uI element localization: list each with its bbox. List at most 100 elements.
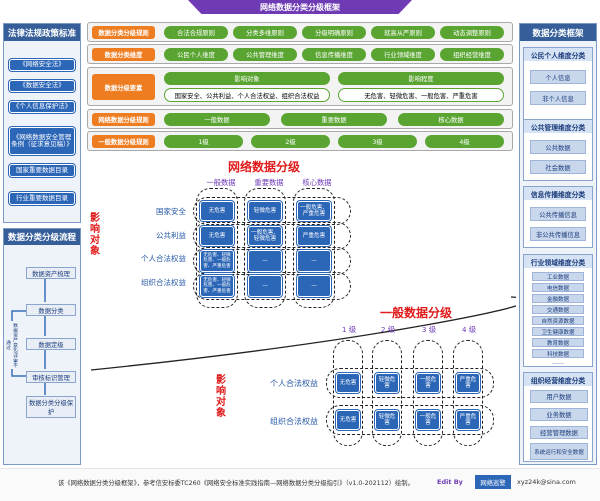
element-deg-head: 影响程度 [338, 72, 504, 85]
class-item[interactable]: 系统运行和安全数据 [530, 443, 588, 460]
classification-panel-header: 数据分类框架 [520, 24, 596, 41]
elements-label: 数据分级要素 [92, 74, 155, 100]
rules1-label: 网络数据分级规则 [92, 113, 155, 126]
footer: 该《网络数据分类分级框架》，参考信安标委TC260《网络安全标准实践指南—网络数… [0, 468, 600, 501]
upper-row-pill [193, 247, 351, 275]
dim-pill: 公共管理维度 [233, 48, 297, 61]
law-item[interactable]: 《网络数据安全管理条例（征求意见稿）》 [9, 127, 75, 155]
upper-cell: 轻微危害 [248, 201, 282, 221]
dim-pill: 信息传播维度 [302, 48, 366, 61]
class-group: 信息传播维度分类 公共传播信息 非公共传播信息 [523, 186, 593, 248]
footer-text: 该《网络数据分类分级框架》，参考信安标委TC260《网络安全标准实践指南—网络数… [58, 480, 414, 487]
element-obj-head: 影响对象 [164, 72, 330, 85]
class-group-title: 信息传播维度分类 [524, 187, 592, 200]
law-item[interactable]: 《网络安全法》 [9, 59, 75, 71]
flow-side-note: 数据资产变化/评审不通过 [5, 321, 17, 369]
upper-cell: 严重危害 [297, 226, 331, 246]
flow-panel-header: 数据分类分级流程 [4, 229, 80, 245]
lower-row-label: 个人合法权益 [270, 379, 318, 388]
class-item[interactable]: 非个人信息 [530, 91, 586, 105]
law-item[interactable]: 《数据安全法》 [9, 80, 75, 92]
law-item[interactable]: 《个人信息保护法》 [9, 101, 75, 113]
upper-row-label: 公共利益 [156, 231, 186, 240]
upper-cell: 无危害 [200, 226, 234, 246]
principle-pill: 合法合规原则 [164, 26, 228, 39]
class-item[interactable]: 个人信息 [530, 70, 586, 84]
upper-col-header: 一般数据 [206, 178, 236, 187]
class-item[interactable]: 教育数据 [532, 338, 584, 347]
principle-pill: 动态调整原则 [440, 26, 504, 39]
element-obj-text: 国家安全、公共利益、个人合法权益、组织合法权益 [164, 88, 330, 102]
lower-col-header: 3 级 [421, 325, 437, 334]
class-group-title: 行业领域维度分类 [524, 255, 592, 268]
rules1-row: 网络数据分级规则 一般数据 重要数据 核心数据 [87, 109, 513, 129]
class-item[interactable]: 电信数据 [532, 283, 584, 292]
class-item[interactable]: 社会数据 [530, 160, 586, 174]
rules1-pill: 重要数据 [281, 113, 387, 126]
rules2-pill: 4级 [425, 135, 504, 148]
upper-cell: — [297, 250, 331, 272]
rules2-pill: 3级 [338, 135, 417, 148]
class-item[interactable]: 公共传播信息 [530, 207, 586, 221]
upper-col-header: 重要数据 [254, 178, 284, 187]
dim-pill: 行业领域维度 [371, 48, 435, 61]
class-item[interactable]: 业务数据 [530, 408, 588, 421]
upper-row-label: 个人合法权益 [141, 254, 186, 263]
law-panel-header: 法律法规政策标准 [4, 24, 80, 41]
lower-side-label: 影响对象 [213, 374, 225, 418]
rules2-pill: 2级 [251, 135, 330, 148]
dim-pill: 组织经营维度 [440, 48, 504, 61]
upper-col-header: 核心数据 [302, 178, 332, 187]
classification-panel: 数据分类框架 公民个人维度分类 个人信息 非个人信息 公共管理维度分类 公共数据… [519, 23, 597, 465]
class-item[interactable]: 科技数据 [532, 349, 584, 358]
lower-cell: 轻微危害 [375, 373, 399, 393]
lower-row-pill [326, 368, 494, 398]
elements-row: 数据分级要素 影响对象 国家安全、公共利益、个人合法权益、组织合法权益 影响程度… [87, 67, 513, 106]
law-panel: 法律法规政策标准 《网络安全法》 《数据安全法》 《个人信息保护法》 《网络数据… [3, 23, 81, 223]
upper-cell: — [248, 250, 282, 272]
rules2-label: 一般数据分级规则 [92, 135, 155, 148]
dims-label: 数据分类维度 [92, 48, 155, 61]
class-item[interactable]: 自然资源数据 [532, 316, 584, 325]
lower-col-header: 4 级 [461, 325, 477, 334]
lower-cell: 一般危害 [416, 373, 440, 393]
upper-cell: 无危害、轻微危害、一般危害、严重危害 [200, 275, 234, 297]
dims-row: 数据分类维度 公民个人维度 公共管理维度 信息传播维度 行业领域维度 组织经营维… [87, 44, 513, 64]
class-group-title: 组织经营维度分类 [524, 373, 592, 386]
class-item[interactable]: 交通数据 [532, 305, 584, 314]
lower-col-pill [333, 340, 363, 446]
class-item[interactable]: 非公共传播信息 [530, 227, 586, 241]
principle-pill: 分类多维原则 [233, 26, 297, 39]
rules2-pill: 1级 [164, 135, 243, 148]
class-group-title: 公民个人维度分类 [524, 48, 592, 61]
upper-cell: — [248, 275, 282, 297]
class-group: 行业领域维度分类 工业数据 电信数据 金融数据 交通数据 自然资源数据 卫生健康… [523, 254, 593, 367]
class-item[interactable]: 金融数据 [532, 294, 584, 303]
law-item[interactable]: 国家重要数据目录 [9, 164, 75, 177]
law-item[interactable]: 行业重要数据目录 [9, 192, 75, 205]
footer-email[interactable]: xyz24k@sina.com [517, 478, 576, 486]
principles-label: 数据分类分级规则 [92, 26, 155, 39]
flow-panel: 数据分类分级流程 数据资产梳理 数据分类 数据定级 审核标识管理 数据分类分级保… [3, 228, 81, 465]
lower-col-pill [372, 340, 402, 446]
class-group: 公共管理维度分类 公共数据 社会数据 [523, 119, 593, 181]
flow-step: 数据资产梳理 [26, 267, 76, 279]
principle-pill: 就高从严原则 [371, 26, 435, 39]
upper-row-pill [193, 222, 351, 250]
principles-row: 数据分类分级规则 合法合规原则 分类多维原则 分级明确原则 就高从严原则 动态调… [87, 22, 513, 42]
lower-cell: 无危害 [336, 373, 360, 393]
class-item[interactable]: 经营管理数据 [530, 426, 588, 439]
lower-cell: 轻微危害 [375, 410, 399, 430]
class-item[interactable]: 卫生健康数据 [532, 327, 584, 336]
upper-side-label: 影响对象 [87, 212, 99, 256]
upper-col-pill [244, 188, 286, 308]
author-badge: 网络巡警 [475, 475, 511, 489]
principle-pill: 分级明确原则 [302, 26, 366, 39]
lower-cell: 严重危害 [456, 373, 480, 393]
element-deg-text: 无危害、轻微危害、一般危害、严重危害 [338, 88, 504, 102]
class-item[interactable]: 公共数据 [530, 140, 586, 154]
lower-col-header: 1 级 [341, 325, 357, 334]
class-item[interactable]: 用户数据 [530, 390, 588, 403]
upper-col-pill [293, 188, 335, 308]
class-item[interactable]: 工业数据 [532, 272, 584, 281]
